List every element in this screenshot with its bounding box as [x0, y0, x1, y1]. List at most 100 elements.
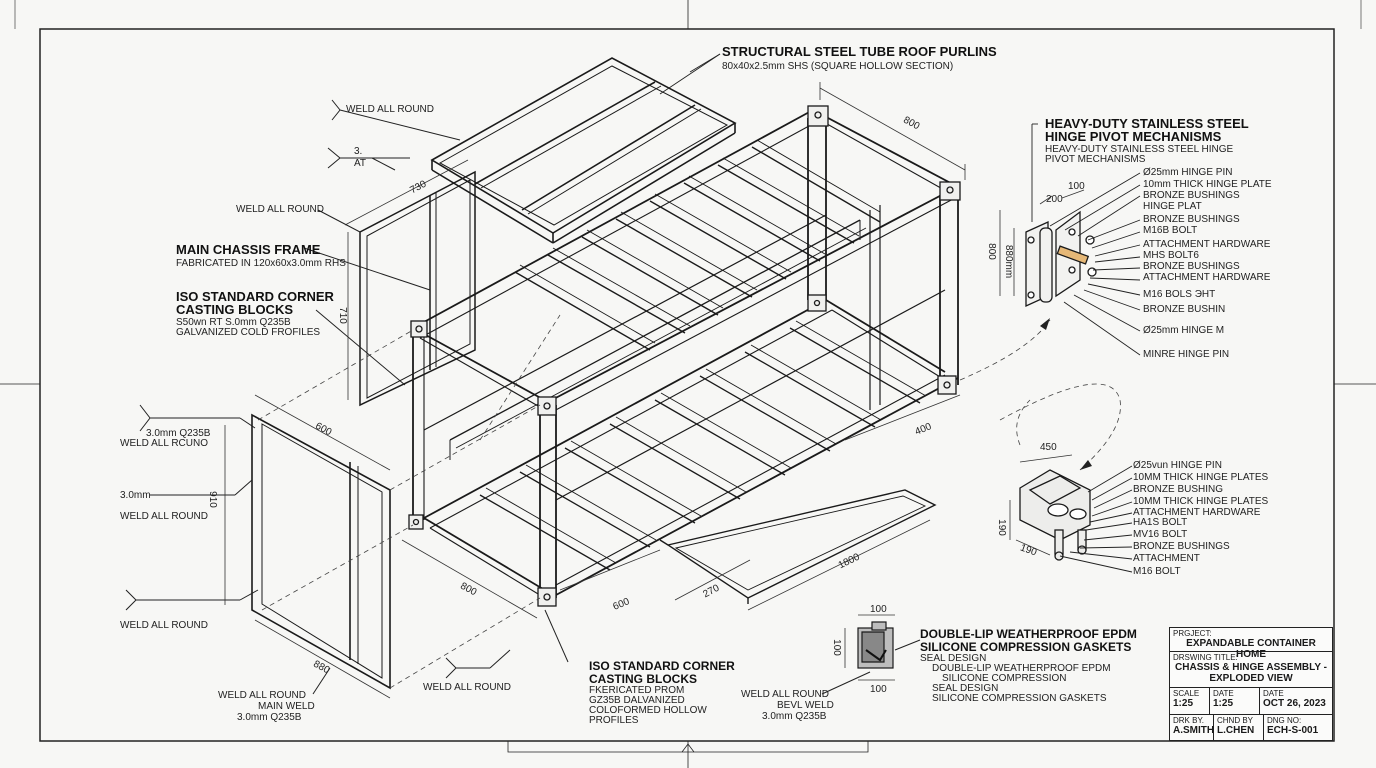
- drawing-title-1: CHASSIS & HINGE ASSEMBLY -: [1175, 662, 1327, 673]
- extension-floor-panel: [659, 489, 937, 604]
- project-cell: PRGJECT: EXPANDABLE CONTAINER HOME: [1170, 628, 1332, 660]
- hinge-callout: M16 BOLS ЭHT: [1143, 289, 1216, 300]
- gasket-title-1: DOUBLE-LIP WEATHERPROOF EPDM: [920, 627, 1137, 641]
- roof-purlin-title: STRUCTURAL STEEL TUBE ROOF PURLINS: [722, 44, 997, 59]
- hinge-title-1: HEAVY-DUTY STAINLESS STEEL: [1045, 116, 1249, 131]
- hinge-callout: HINGE PLAT: [1143, 201, 1202, 212]
- weld-bottom-left-1: WELD ALL ROUND: [218, 690, 306, 701]
- corner-bottom-spec-1: FKERICATED PROM: [589, 685, 685, 696]
- weld-side-2-spec: 3.0mm: [120, 490, 151, 501]
- hinge-callout: BRONZE BUSHIN: [1143, 304, 1226, 315]
- scale-cell: SCALE 1:25: [1170, 688, 1210, 715]
- drawing-number-label: DNG NO:: [1267, 716, 1302, 725]
- drawing-number-value: ECH-S-001: [1267, 725, 1319, 736]
- corner-bottom-title-1: ISO STANDARD CORNER: [589, 659, 735, 673]
- weld-symbol-number: 3.: [354, 146, 363, 157]
- left-lower-wall-panel: [251, 413, 391, 690]
- dim-text: 200: [1046, 194, 1063, 205]
- corner-casting-blocks: [408, 105, 961, 607]
- hinge-callout: ATTACHMENT HARDWARE: [1143, 239, 1271, 250]
- checked-by-label: CHND BY: [1217, 716, 1254, 725]
- weld-bottom-left-2: MAIN WELD: [258, 701, 315, 712]
- hinge-callout: M16B BOLT: [1143, 225, 1198, 236]
- hinge2-callout: 10MM THICK HINGE PLATES: [1133, 472, 1269, 483]
- drawn-by-cell: DRK BY. A.SMITH: [1170, 715, 1214, 740]
- hinge-title-2: HINGE PIVOT MECHANISMS: [1045, 129, 1222, 144]
- drawing-title-label: DRSWING TITLE:: [1173, 653, 1238, 662]
- corner-bottom-spec-3: COLOFORMED HOLLOW: [589, 705, 707, 716]
- corner-bottom-title-2: CASTING BLOCKS: [589, 672, 697, 686]
- gasket-weld-3: 3.0mm Q235B: [762, 711, 827, 722]
- gasket-bullet: SILICONE COMPRESSION GASKETS: [932, 693, 1107, 704]
- project-label: PRGJECT:: [1173, 629, 1212, 638]
- hinge2-callout: BRONZE BUSHING: [1133, 484, 1224, 495]
- hinge-callout: 10mm THICK HINGE PLATE: [1143, 179, 1272, 190]
- title-block: PRGJECT: EXPANDABLE CONTAINER HOME DRSWI…: [1169, 627, 1333, 741]
- leader-lines: [659, 53, 1141, 573]
- date2-label: DATE: [1263, 689, 1284, 698]
- date1-label: DATE: [1213, 689, 1234, 698]
- scale-value: 1:25: [1173, 698, 1194, 709]
- hinge2-callout: Ø25vun HINGE PIN: [1133, 460, 1222, 471]
- gasket-weld-2: BEVL WELD: [777, 700, 834, 711]
- weld-side-1-note: WELD ALL RCUNO: [120, 438, 208, 449]
- roof-purlin-spec: 80x40x2.5mm SHS (SQUARE HOLLOW SECTION): [722, 61, 954, 72]
- dim-text: 450: [1040, 442, 1057, 453]
- main-chassis-frame: [412, 109, 961, 601]
- weld-symbol-at: AT: [354, 158, 367, 169]
- hinge-detail-upper: [1025, 210, 1097, 308]
- hinge-callout: BRONZE BUSHINGS: [1143, 261, 1240, 272]
- hinge-callout: Ø25mm HINGE PIN: [1143, 167, 1233, 178]
- hinge2-callout: M16 BOLT: [1133, 566, 1181, 577]
- gasket-bullet: SEAL DESIGN: [932, 683, 999, 694]
- checked-by-cell: CHND BY L.CHEN: [1214, 715, 1264, 740]
- corner-casting-title-1: ISO STANDARD CORNER: [176, 289, 334, 304]
- main-chassis-title: MAIN CHASSIS FRAME: [176, 242, 321, 257]
- dim-text: 100: [830, 639, 842, 656]
- hinge2-callout: ATTACHMENT HARDWARE: [1133, 507, 1261, 518]
- hinge2-callout: BRONZE BUSHINGS: [1133, 541, 1230, 552]
- weld-bottom-mid: WELD ALL ROUND: [423, 682, 511, 693]
- weld-side-1-spec: 3.0mm Q235B: [146, 428, 211, 439]
- date1-value: 1:25: [1213, 698, 1234, 709]
- dim-text: 880mm: [1003, 244, 1015, 279]
- gasket-weld-1: WELD ALL ROUND: [741, 689, 829, 700]
- project-name: EXPANDABLE CONTAINER HOME: [1186, 638, 1316, 660]
- dim-text: 910: [206, 491, 218, 508]
- gasket-title-2: SILICONE COMPRESSION GASKETS: [920, 640, 1132, 654]
- weld-side-2-note: WELD ALL ROUND: [120, 511, 208, 522]
- hinge-sub-1: HEAVY-DUTY STAINLESS STEEL HINGE: [1045, 144, 1234, 155]
- chassis-roof-purlins: [514, 139, 881, 351]
- main-chassis-spec: FABRICATED IN 120x60x3.0mm RHS: [176, 258, 346, 269]
- dimension-lines: [224, 82, 1085, 699]
- hinge-callout: Ø25mm HINGE M: [1143, 325, 1225, 336]
- date1-cell: DATE 1:25: [1210, 688, 1260, 715]
- date2-value: OCT 26, 2023: [1263, 698, 1326, 709]
- dim-text: 800: [985, 243, 997, 260]
- dim-text: 100: [870, 684, 887, 695]
- gasket-sub: SEAL DESIGN: [920, 653, 987, 664]
- corner-casting-title-2: CASTING BLOCKS: [176, 302, 293, 317]
- dim-text: 100: [870, 604, 887, 615]
- drawing-number-cell: DNG NO: ECH-S-001: [1264, 715, 1332, 740]
- weld-symbols: [125, 99, 921, 695]
- hinge-callout: MHS BOLT6: [1143, 250, 1199, 261]
- weld-note-left-1: WELD ALL ROUND: [236, 204, 324, 215]
- weld-bottom-left-3: 3.0mm Q235B: [237, 712, 302, 723]
- hinge2-callout: MV16 BOLT: [1133, 529, 1188, 540]
- hinge2-callout: 10MM THICK HINGE PLATES: [1133, 496, 1269, 507]
- drawn-by-value: A.SMITH: [1173, 725, 1215, 736]
- hinge-callout: BRONZE BUSHINGS: [1143, 214, 1240, 225]
- date2-cell: DATE OCT 26, 2023: [1260, 688, 1332, 715]
- weld-side-3-note: WELD ALL ROUND: [120, 620, 208, 631]
- gasket-bullet: SILICONE COMPRESSION: [942, 673, 1067, 684]
- gasket-profile: [857, 621, 894, 669]
- hinge-sub-2: PIVOT MECHANISMS: [1045, 154, 1146, 165]
- weld-note-top: WELD ALL ROUND: [346, 104, 434, 115]
- hinge-callout: BRONZE BUSHINGS: [1143, 190, 1240, 201]
- corner-bottom-spec-4: PROFILES: [589, 715, 639, 726]
- drawn-by-label: DRK BY.: [1173, 716, 1204, 725]
- hinge2-callout: ATTACHMENT: [1133, 553, 1200, 564]
